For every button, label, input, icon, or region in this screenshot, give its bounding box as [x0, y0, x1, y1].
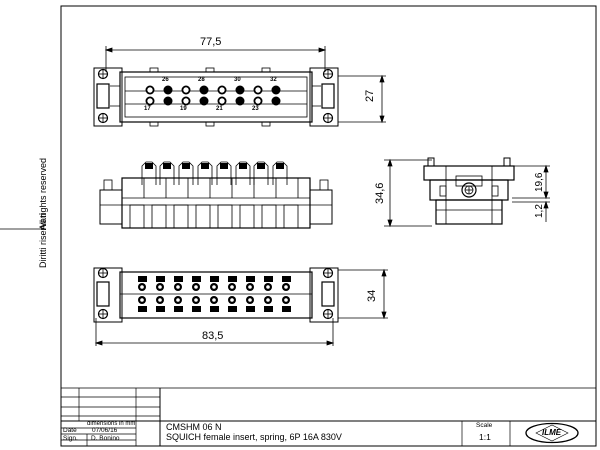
sign-label: Sign. — [63, 435, 78, 442]
scale-label: Scale — [476, 422, 493, 429]
date-label: Date — [63, 427, 77, 434]
units-note: dimensions in mm — [87, 421, 136, 427]
pin-number: 28 — [198, 77, 205, 83]
dim-front-height: 34,6 — [374, 182, 386, 204]
dim-top-width: 77,5 — [200, 36, 222, 48]
side-view — [384, 157, 550, 228]
diritti-riservati-label: Diritti riservati — [38, 213, 48, 268]
title-block-grid — [61, 387, 596, 446]
pin-number: 32 — [270, 77, 277, 83]
dim-bottom-height: 34 — [366, 289, 378, 302]
sheet-frame — [60, 5, 597, 447]
pin-number: 26 — [162, 77, 169, 83]
part-code: CMSHM 06 N — [166, 422, 222, 432]
top-view — [93, 46, 386, 127]
ilme-logo — [525, 422, 579, 444]
top-view-pins — [145, 85, 281, 106]
pin-number: 21 — [216, 106, 223, 112]
dim-bottom-width: 83,5 — [202, 330, 224, 342]
date-value: 07/06/16 — [92, 427, 118, 434]
dim-side-upper: 19,6 — [534, 172, 545, 192]
front-view — [99, 161, 333, 229]
pin-number: 19 — [180, 106, 187, 112]
bottom-view-terminals — [138, 276, 291, 312]
pin-number: 30 — [234, 77, 241, 83]
bottom-view — [93, 267, 388, 346]
part-description: SQUICH female insert, spring, 6P 16A 830… — [166, 432, 342, 442]
pin-number: 17 — [144, 106, 151, 112]
scale-value: 1:1 — [479, 432, 491, 442]
dim-side-lower: 1,2 — [534, 204, 545, 218]
pin-number: 23 — [252, 106, 259, 112]
sign-value: D. Bonino — [91, 435, 120, 442]
logo-text: ILME — [542, 428, 562, 437]
dim-top-height: 27 — [364, 89, 376, 102]
